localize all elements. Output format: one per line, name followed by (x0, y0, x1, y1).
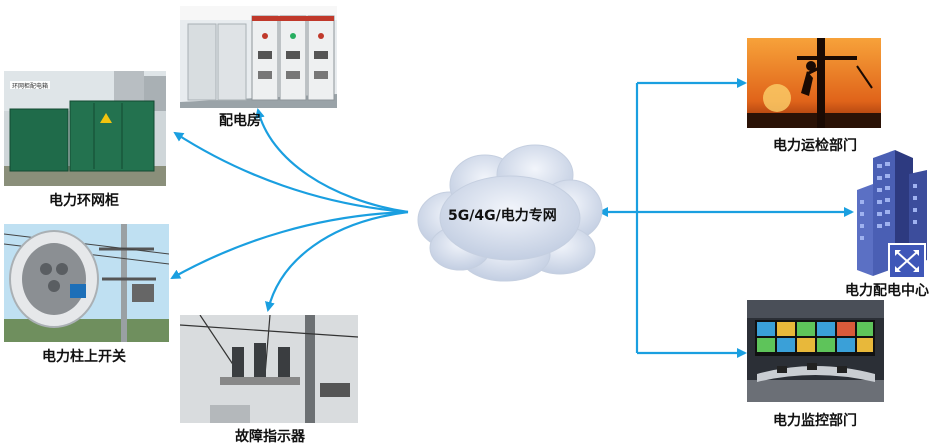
ring-main-cabinet-photo: 环网柜配电箱 (4, 71, 166, 186)
network-label: 5G/4G/电力专网 (448, 208, 557, 224)
ring-main-unit-label: 电力环网柜 (49, 193, 119, 209)
arrow-to-fault-indicator (265, 210, 409, 312)
arrow-to-substation-room (255, 108, 409, 214)
arrow-to-pole-switch (170, 210, 409, 279)
ring-main-photo-caption: 环网柜配电箱 (12, 82, 48, 90)
arrow-to-ring-main-unit (173, 131, 409, 214)
building-network-icon (855, 150, 937, 280)
substation-room-photo (180, 6, 337, 108)
lineman-silhouette-photo (747, 38, 881, 128)
fault-indicator-photo (180, 315, 358, 423)
monitor-dept-label: 电力监控部门 (773, 413, 857, 429)
dist-center-label: 电力配电中心 (845, 283, 929, 299)
pole-switch-photo (4, 224, 169, 342)
control-room-photo (747, 300, 884, 402)
substation-room-label: 配电房 (219, 113, 261, 129)
pole-switch-label: 电力柱上开关 (42, 349, 126, 365)
fault-indicator-label: 故障指示器 (235, 429, 305, 445)
ops-dept-label: 电力运检部门 (773, 138, 857, 154)
cloud-icon (417, 144, 603, 282)
